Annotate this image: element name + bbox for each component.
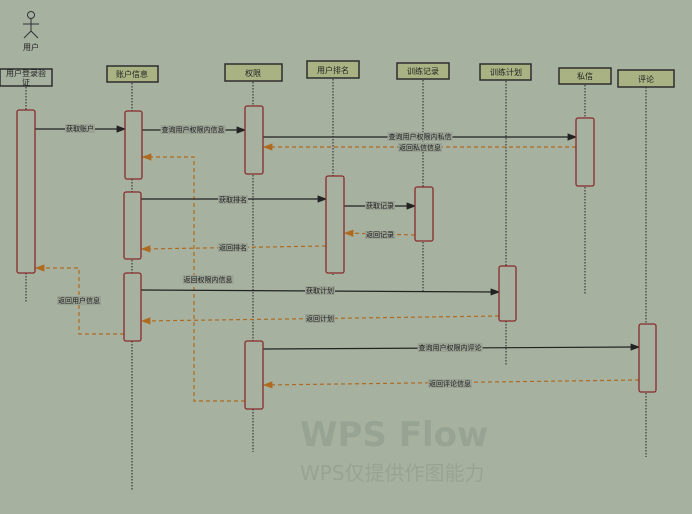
header-label: 权限 [245, 68, 261, 78]
activation-bar[interactable] [244, 340, 264, 410]
label-background [428, 379, 472, 388]
message-label: 获取计划 [306, 286, 334, 295]
activation-bar[interactable] [325, 175, 345, 274]
activation-bar[interactable] [123, 272, 142, 342]
message-labels: 获取账户 查询用户权限内信息 查询用户权限内私信 返回私信信息 返回权限内信息 … [57, 124, 483, 388]
lifeline-header-ranking[interactable]: 用户排名 [306, 60, 360, 79]
message-label: 返回用户信息 [58, 296, 100, 305]
label-background [57, 296, 101, 305]
label-background [305, 286, 335, 295]
message-label: 获取账户 [66, 124, 94, 133]
label-background [365, 231, 395, 239]
header-label: 训练计划 [490, 67, 522, 77]
watermark-line1: WPS Flow [300, 415, 488, 455]
label-background [305, 314, 335, 323]
message-label: 获取排名 [219, 195, 247, 204]
lifeline-header-permission[interactable]: 权限 [224, 63, 283, 82]
message-label: 返回私信信息 [399, 143, 441, 152]
label-background [218, 243, 248, 252]
watermark: WPS Flow WPS仅提供作图能力 [300, 415, 488, 485]
header-label: 用户排名 [317, 65, 349, 75]
label-background [160, 125, 226, 134]
activation-bar[interactable] [414, 186, 434, 242]
header-label: 用户登录验证 [6, 68, 46, 87]
actor-label: 用户 [23, 42, 39, 52]
label-background [182, 275, 234, 284]
message-label: 查询用户权限内信息 [162, 125, 225, 134]
label-background [218, 195, 248, 204]
message-label: 返回评论信息 [429, 379, 471, 388]
message-label: 获取记录 [366, 201, 394, 210]
message-label: 查询用户权限内私信 [389, 132, 452, 141]
lifeline-header-account[interactable]: 账户信息 [106, 65, 159, 83]
message-label: 返回排名 [219, 243, 247, 252]
lifeline-header-login[interactable]: 用户登录验证 [0, 68, 53, 87]
lifeline-header-training-record[interactable]: 训练记录 [396, 62, 450, 80]
label-background [398, 143, 442, 152]
label-background [417, 343, 483, 352]
message-label: 查询用户权限内评论 [419, 343, 482, 352]
activation-bar[interactable] [124, 110, 143, 180]
lifeline-header-comment[interactable]: 评论 [617, 69, 675, 88]
header-label: 训练记录 [407, 66, 439, 76]
watermark-line2: WPS仅提供作图能力 [300, 461, 485, 485]
message-label: 返回权限内信息 [184, 275, 233, 284]
message-label: 返回记录 [366, 231, 394, 239]
label-background [387, 132, 453, 141]
activation-bar[interactable] [575, 117, 595, 187]
activation-bars [16, 105, 657, 410]
activation-bar[interactable] [123, 191, 142, 260]
activation-bar[interactable] [638, 323, 657, 393]
stick-figure-icon [23, 11, 39, 39]
lifeline-header-training-plan[interactable]: 训练计划 [479, 63, 532, 81]
label-background [65, 124, 95, 133]
actor-user[interactable]: 用户 [23, 11, 39, 53]
message-label: 返回计划 [306, 314, 334, 323]
label-background [365, 201, 395, 210]
activation-bar[interactable] [244, 105, 264, 175]
activation-bar[interactable] [498, 265, 517, 322]
lifeline-header-message[interactable]: 私信 [558, 67, 612, 85]
activation-bar[interactable] [16, 109, 36, 274]
header-label: 私信 [577, 71, 593, 81]
header-label: 账户信息 [116, 69, 148, 79]
header-label: 评论 [638, 74, 654, 84]
